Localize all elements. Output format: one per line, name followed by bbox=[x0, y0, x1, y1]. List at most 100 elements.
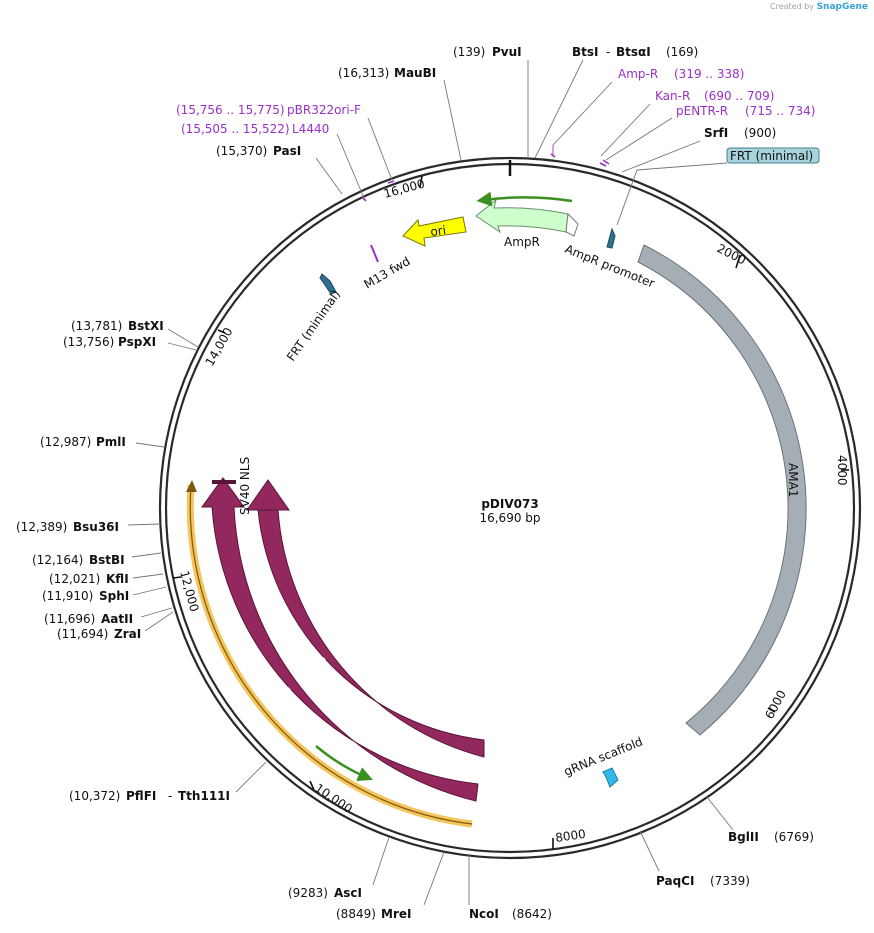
leader-line bbox=[315, 157, 343, 195]
site-name-pspxi[interactable]: PspXI bbox=[118, 335, 156, 349]
tick-mark bbox=[217, 329, 226, 334]
grna-scaffold-feature[interactable] bbox=[602, 767, 619, 788]
primer-range-pbr322ori-f: (15,756 .. 15,775) bbox=[176, 103, 285, 117]
site-name-bstbi[interactable]: BstBI bbox=[89, 553, 125, 567]
map-center: pDIV073 16,690 bp bbox=[479, 497, 540, 525]
site-name-aatii[interactable]: AatII bbox=[101, 612, 133, 626]
site-pos-pspxi: (13,756) bbox=[63, 335, 114, 349]
orf-highlight-line bbox=[189, 484, 473, 825]
leader-line bbox=[636, 162, 728, 171]
m13-fwd-feature[interactable] bbox=[370, 244, 379, 263]
frt-minimal-feature-left[interactable] bbox=[319, 273, 337, 295]
site-dash-btsi: - bbox=[606, 45, 610, 59]
primer-name-l4440[interactable]: L4440 bbox=[292, 122, 329, 136]
site-name-mrei[interactable]: MreI bbox=[381, 907, 411, 921]
ampr-feature[interactable] bbox=[475, 198, 569, 234]
site-name-bglii[interactable]: BglII bbox=[728, 830, 759, 844]
site-name-srfi[interactable]: SrfI bbox=[704, 126, 728, 140]
credit-prefix: Created by bbox=[770, 2, 815, 11]
tick-mark bbox=[767, 707, 776, 713]
primer-mark bbox=[599, 162, 607, 167]
ama1-feature[interactable] bbox=[637, 244, 807, 736]
leader-line bbox=[621, 140, 701, 173]
site-pos-ncoi: (8642) bbox=[512, 907, 552, 921]
snapgene-logo: SnapGene bbox=[816, 2, 868, 12]
site-pos-paqci: (7339) bbox=[710, 874, 750, 888]
primer-range-pentr-r: (715 .. 734) bbox=[745, 104, 815, 118]
ama1-label: AMA1 bbox=[786, 463, 800, 497]
site-name-pmli[interactable]: PmlI bbox=[96, 435, 126, 449]
site-name-sphi[interactable]: SphI bbox=[99, 589, 129, 603]
frt-minimal-box-bg bbox=[726, 147, 820, 164]
site-name-btsai[interactable]: BtsαI bbox=[616, 45, 651, 59]
site-name-maubi[interactable]: MauBI bbox=[394, 66, 436, 80]
cas9-inner-feature[interactable] bbox=[246, 479, 485, 758]
primer-mark bbox=[550, 153, 556, 158]
leader-lines bbox=[127, 59, 734, 906]
primer-mark bbox=[361, 196, 367, 202]
tick-label-4000: 4000 bbox=[835, 455, 849, 486]
primer-name-kan-r[interactable]: Kan-R bbox=[655, 89, 690, 103]
snapgene-credit: Created by SnapGene bbox=[770, 2, 868, 12]
site-name-pflfi[interactable]: PflFI bbox=[126, 789, 156, 803]
ampr-promoter-feature[interactable] bbox=[565, 212, 579, 237]
leader-line bbox=[639, 830, 660, 872]
leader-line bbox=[443, 79, 462, 161]
ampr-orf-arrow bbox=[476, 191, 573, 207]
tick-mark bbox=[735, 254, 741, 269]
leader-line bbox=[423, 851, 445, 906]
site-labels: (139) PvuI BtsI - BtsαI (169) (16,313) M… bbox=[16, 45, 814, 921]
site-name-paqci[interactable]: PaqCI bbox=[656, 874, 694, 888]
leader-line bbox=[167, 342, 197, 351]
site-name-ncoi[interactable]: NcoI bbox=[469, 907, 499, 921]
site-name-bsu36i[interactable]: Bsu36I bbox=[73, 520, 119, 534]
primer-labels: Amp-R (319 .. 338) Kan-R (690 .. 709) pE… bbox=[176, 67, 815, 136]
tick-mark bbox=[172, 576, 182, 579]
site-name-btsi[interactable]: BtsI bbox=[572, 45, 599, 59]
leader-line bbox=[372, 836, 390, 886]
leader-line bbox=[235, 761, 267, 793]
site-pos-sphi: (11,910) bbox=[42, 589, 93, 603]
site-name-zrai[interactable]: ZraI bbox=[114, 627, 141, 641]
tick-label-8000: 8000 bbox=[554, 827, 586, 845]
site-name-kfli[interactable]: KflI bbox=[106, 572, 129, 586]
backbone bbox=[158, 156, 862, 860]
leader-line bbox=[552, 81, 613, 146]
site-pos-bsu36i: (12,389) bbox=[16, 520, 67, 534]
plasmid-length: 16,690 bp bbox=[479, 511, 540, 525]
site-pos-asci: (9283) bbox=[288, 886, 328, 900]
site-pos-bstxi: (13,781) bbox=[71, 319, 122, 333]
leader-line bbox=[131, 552, 162, 558]
leader-line bbox=[336, 133, 365, 199]
site-name-pasi[interactable]: PasI bbox=[273, 144, 301, 158]
site-pos-kfli: (12,021) bbox=[49, 572, 100, 586]
site-name-tth111i[interactable]: Tth111I bbox=[178, 789, 230, 803]
frt-minimal-box[interactable]: FRT (minimal) bbox=[726, 147, 820, 164]
primer-range-kan-r: (690 .. 709) bbox=[704, 89, 774, 103]
primer-mark bbox=[387, 180, 395, 184]
primer-name-pentr-r[interactable]: pENTR-R bbox=[676, 104, 728, 118]
primer-range-amp-r: (319 .. 338) bbox=[674, 67, 744, 81]
leader-line bbox=[616, 169, 638, 226]
leader-line bbox=[135, 442, 165, 448]
ori-feature[interactable] bbox=[402, 216, 467, 247]
frt-minimal-box-label: FRT (minimal) bbox=[730, 149, 813, 163]
site-pos-bglii: (6769) bbox=[774, 830, 814, 844]
site-name-asci[interactable]: AscI bbox=[334, 886, 362, 900]
leader-line bbox=[127, 523, 161, 526]
m13-fwd-label: M13 fwd bbox=[362, 254, 413, 292]
leader-line bbox=[132, 573, 164, 579]
ori-label: ori bbox=[429, 223, 446, 239]
primer-range-l4440: (15,505 .. 15,522) bbox=[181, 122, 290, 136]
tick-mark bbox=[309, 780, 315, 791]
site-pos-pmli: (12,987) bbox=[40, 435, 91, 449]
primer-name-amp-r[interactable]: Amp-R bbox=[618, 67, 658, 81]
site-name-pvui[interactable]: PvuI bbox=[492, 45, 522, 59]
primer-name-pbr322ori-f[interactable]: pBR322ori-F bbox=[287, 103, 361, 117]
site-name-bstxi[interactable]: BstXI bbox=[128, 319, 164, 333]
sv40-nls-label: SV40 NLS bbox=[238, 457, 252, 515]
frt-minimal-feature-right[interactable] bbox=[606, 227, 616, 249]
site-pos-aatii: (11,696) bbox=[44, 612, 95, 626]
cas9-outer-feature[interactable] bbox=[201, 477, 479, 802]
